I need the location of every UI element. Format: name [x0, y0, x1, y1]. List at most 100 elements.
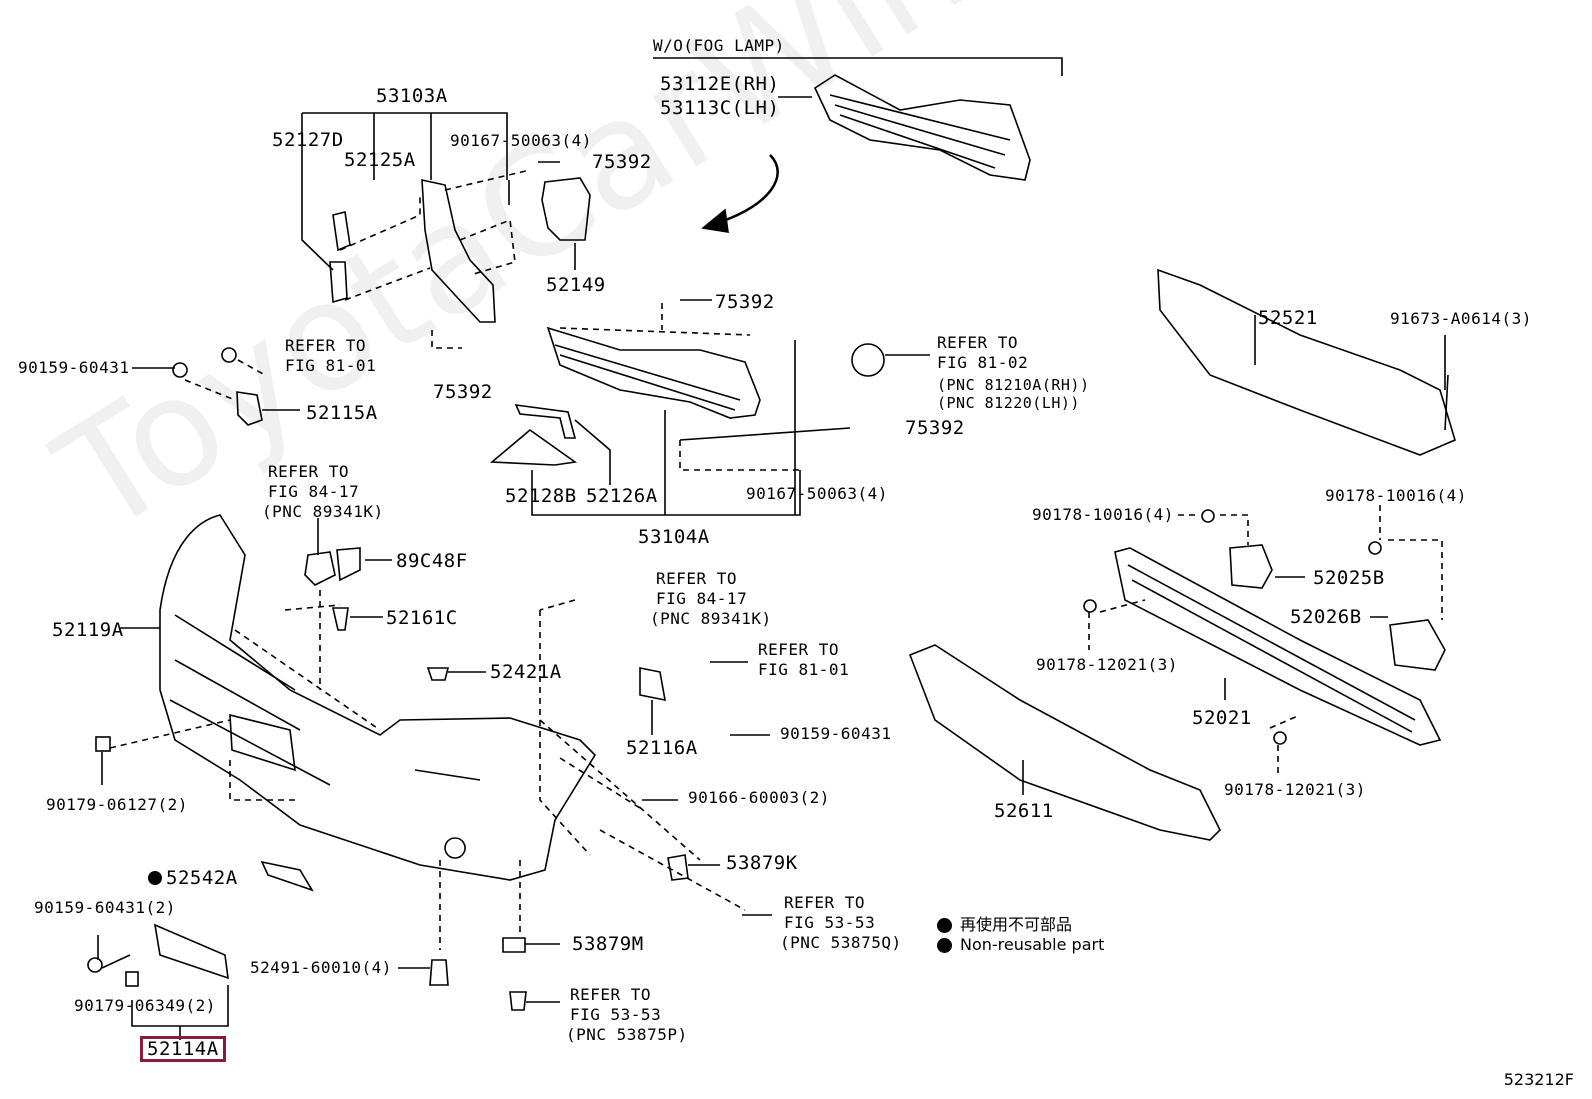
refer-fig-84-17-a-line1[interactable]: REFER TO [268, 462, 350, 481]
part-52026b[interactable]: 52026B [1290, 606, 1362, 628]
part-53113c[interactable]: 53113C(LH) [660, 97, 780, 119]
part-52126a[interactable]: 52126A [586, 485, 658, 507]
refer-fig-81-02-line2[interactable]: FIG 81-02 [937, 353, 1029, 372]
grille-lower-part [546, 326, 761, 419]
part-52127d[interactable]: 52127D [272, 129, 344, 151]
refer-fig-81-02-line4: (PNC 81220(LH)) [937, 394, 1080, 412]
bracket-52149 [541, 177, 591, 241]
part-52115a[interactable]: 52115A [306, 402, 378, 424]
part-52149[interactable]: 52149 [546, 274, 606, 296]
bracket-52026b [1389, 619, 1446, 671]
part-90159-b[interactable]: 90159-60431 [780, 724, 892, 743]
cover-52127d [329, 261, 348, 304]
legend-jp: 再使用不可部品 [960, 915, 1073, 934]
screw-refer-5353b [509, 991, 527, 1011]
screw-52491 [429, 959, 449, 986]
cover-52126a [514, 404, 577, 439]
refer-fig-81-01-b-line2[interactable]: FIG 81-01 [758, 660, 850, 679]
part-89c48f[interactable]: 89C48F [396, 550, 468, 572]
clip-90179-06349 [125, 971, 139, 987]
part-90167-b[interactable]: 90167-50063(4) [746, 484, 888, 503]
bracket-52114a [153, 923, 229, 980]
part-52161c[interactable]: 52161C [386, 607, 458, 629]
part-90179-06349[interactable]: 90179-06349(2) [74, 996, 216, 1015]
clip-90159 [172, 362, 188, 378]
header-note: W/O(FOG LAMP) [653, 36, 785, 55]
figure-code: 523212F [1503, 1070, 1574, 1089]
part-52128b[interactable]: 52128B [505, 485, 577, 507]
legend-dot-icon [937, 938, 952, 953]
bolt-90159-60431 [87, 957, 103, 973]
part-52421a[interactable]: 52421A [490, 661, 562, 683]
fog-bracket-part [421, 178, 496, 323]
refer-fig-53-53-a-line1[interactable]: REFER TO [784, 893, 866, 912]
cover-52128b [489, 428, 578, 466]
part-90167-a[interactable]: 90167-50063(4) [450, 131, 592, 150]
part-53879k[interactable]: 53879K [726, 852, 798, 874]
part-90178-10016-b[interactable]: 90178-10016(4) [1325, 486, 1467, 505]
part-90166[interactable]: 90166-60003(2) [688, 788, 830, 807]
legend-en-row: Non-reusable part [937, 935, 1104, 954]
refer-fig-84-17-a-line3[interactable]: (PNC 89341K) [262, 502, 384, 521]
part-75392-b[interactable]: 75392 [715, 291, 775, 313]
refer-fig-81-01-b-line1[interactable]: REFER TO [758, 640, 840, 659]
part-52521[interactable]: 52521 [1258, 307, 1318, 329]
part-90178-12021-a[interactable]: 90178-12021(3) [1036, 655, 1178, 674]
clip-90179-06127 [95, 736, 111, 752]
part-52025b[interactable]: 52025B [1313, 567, 1385, 589]
part-52542a[interactable]: 52542A [166, 867, 238, 889]
refer-fig-81-01-a-line1[interactable]: REFER TO [285, 336, 367, 355]
license-bracket-area [229, 713, 296, 772]
refer-fig-81-01-a-line2[interactable]: FIG 81-01 [285, 356, 377, 375]
nut-90178-10016-b [1368, 541, 1382, 555]
reinforcement-52521 [1157, 268, 1456, 456]
refer-fig-53-53-b-line2[interactable]: FIG 53-53 [570, 1005, 662, 1024]
fog-lamp-part [851, 343, 885, 377]
part-53104a[interactable]: 53104A [638, 526, 710, 548]
part-75392-a[interactable]: 75392 [592, 151, 652, 173]
part-52021[interactable]: 52021 [1192, 707, 1252, 729]
bracket-52115a [236, 391, 263, 426]
part-75392-c[interactable]: 75392 [433, 381, 493, 403]
part-53112e[interactable]: 53112E(RH) [660, 73, 780, 95]
part-52125a[interactable]: 52125A [344, 149, 416, 171]
refer-fig-53-53-a-line2[interactable]: FIG 53-53 [784, 913, 876, 932]
part-90179-06127[interactable]: 90179-06127(2) [46, 795, 188, 814]
part-90178-12021-b[interactable]: 90178-12021(3) [1224, 780, 1366, 799]
refer-fig-84-17-b-line3[interactable]: (PNC 89341K) [650, 609, 772, 628]
part-52116a[interactable]: 52116A [626, 737, 698, 759]
part-52114a-highlighted[interactable]: 52114A [140, 1036, 226, 1062]
clip-refer-8101 [221, 347, 237, 363]
part-53103a[interactable]: 53103A [376, 85, 448, 107]
part-90178-10016-a[interactable]: 90178-10016(4) [1032, 505, 1174, 524]
refer-fig-53-53-b-line1[interactable]: REFER TO [570, 985, 652, 1004]
grille-upper-part [813, 74, 1031, 181]
refer-fig-81-02-line1[interactable]: REFER TO [937, 333, 1019, 352]
sensor-refer-8417 [304, 551, 336, 586]
part-91673[interactable]: 91673-A0614(3) [1390, 309, 1532, 328]
curved-arrow-icon [719, 154, 779, 224]
part-52119a[interactable]: 52119A [52, 619, 124, 641]
legend-en: Non-reusable part [960, 935, 1105, 954]
bracket-52421a [426, 667, 450, 681]
part-52491[interactable]: 52491-60010(4) [250, 958, 392, 977]
refer-fig-84-17-a-line2[interactable]: FIG 84-17 [268, 482, 360, 501]
refer-fig-53-53-b-line3[interactable]: (PNC 53875P) [566, 1025, 688, 1044]
refer-fig-84-17-b-line2[interactable]: FIG 84-17 [656, 589, 748, 608]
header-bracket [653, 57, 1063, 76]
part-52611[interactable]: 52611 [994, 800, 1054, 822]
refer-fig-53-53-a-line3[interactable]: (PNC 53875Q) [780, 933, 902, 952]
legend-dot-icon [937, 918, 952, 933]
bracket-52025b [1229, 544, 1273, 589]
part-90159-c[interactable]: 90159-60431(2) [34, 898, 176, 917]
refer-fig-84-17-b-line1[interactable]: REFER TO [656, 569, 738, 588]
part-75392-d[interactable]: 75392 [905, 417, 965, 439]
nut-90178-12021-b [1273, 731, 1287, 745]
cover-52125a [332, 211, 351, 252]
part-53879m[interactable]: 53879M [572, 933, 644, 955]
non-reusable-mark [148, 871, 162, 885]
nut-90178-12021-a [1083, 599, 1097, 613]
bracket-52116a [639, 667, 666, 702]
part-90159-a[interactable]: 90159-60431 [18, 358, 130, 377]
retainer-53879m [502, 937, 526, 953]
